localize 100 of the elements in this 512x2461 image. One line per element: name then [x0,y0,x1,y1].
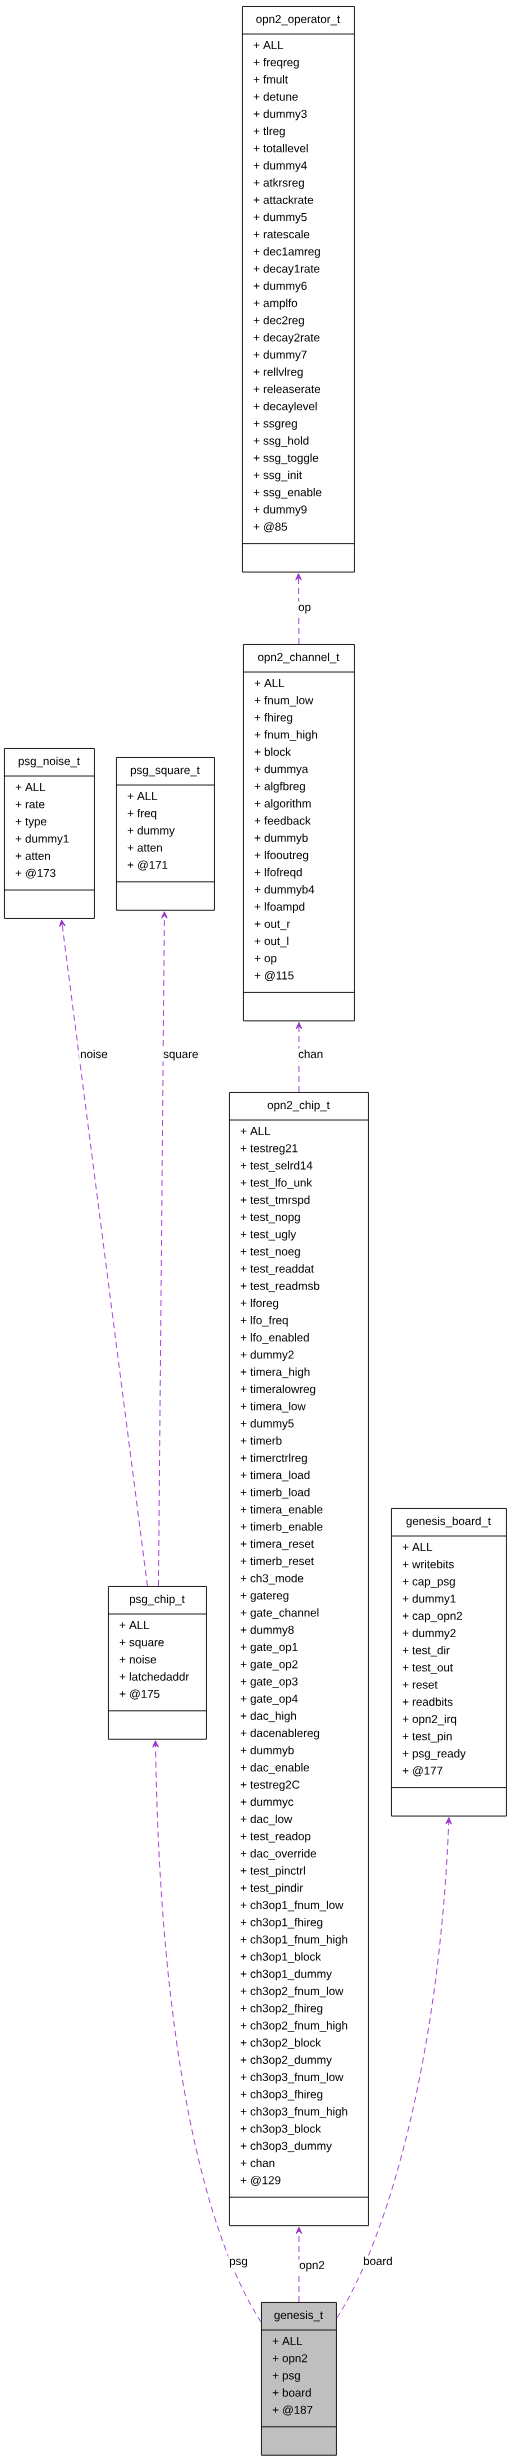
class-name: opn2_channel_t [258,652,340,664]
member-field: + test_pin [402,1731,452,1743]
member-field: + ALL [253,41,284,50]
class-box [390,1508,507,1817]
member-field: + dac_high [240,1711,297,1723]
arrow [336,1817,452,2319]
class-name: psg_noise_t [18,756,80,768]
member-field: + dummy7 [253,350,307,361]
member-field: + decaylevel [253,401,317,413]
member-field: + @171 [127,860,168,871]
class-box [107,1586,207,1740]
member-field: + type [15,818,47,828]
member-field: + lforeg [240,1298,279,1310]
member-field: + test_noeg [240,1248,300,1258]
member-field: + reset [402,1681,438,1689]
member-field: + ssg_hold [253,436,309,447]
member-field: + timerb_load [240,1487,310,1499]
member-field: + dummy1 [402,1594,456,1605]
member-field: + dummy2 [402,1628,456,1640]
edge-label: noise [79,1048,109,1062]
member-field: + rellvlreg [253,367,303,379]
edge-label: chan [297,1048,325,1062]
member-field: + out_l [254,936,289,948]
member-field: + noise [119,1655,157,1664]
member-field: + dec2reg [253,315,304,327]
member-field: + ALL [119,1621,150,1629]
member-field: + ch3op2_fnum_low [240,1986,344,1998]
member-field: + latchedaddr [119,1672,189,1681]
member-field: + dummyb [254,833,308,845]
arrow [295,573,302,645]
member-field: + @129 [240,2175,281,2186]
member-field: + dummy9 [253,505,307,516]
member-field: + atkrsreg [253,178,304,189]
member-field: + dummyb [240,1745,294,1757]
member-field: + cap_psg [402,1578,455,1588]
member-field: + ch3op2_fnum_high [240,2021,348,2032]
member-field: + out_r [254,920,291,931]
member-field: + ch3op3_fnum_low [240,2072,344,2084]
member-field: + ssg_init [253,470,302,482]
member-field: + dac_low [240,1814,293,1826]
member-field: + gate_channel [240,1608,319,1619]
member-field: + writebits [402,1559,454,1569]
member-field: + opn2_irq [402,1714,457,1726]
member-field: + dummya [254,764,309,776]
member-field: + lfo_enabled [240,1333,309,1344]
member-field: + ch3op2_block [240,2038,322,2049]
member-field: + gate_op1 [240,1643,298,1654]
member-field: + @173 [15,868,56,879]
member-field: + ch3op3_fhireg [240,2089,323,2101]
member-field: + attackrate [253,195,314,204]
member-field: + timerb_reset [240,1556,314,1568]
member-field: + psg_ready [402,1749,466,1760]
member-field: + ch3op2_dummy [240,2055,332,2067]
member-field: + timera_enable [240,1505,323,1516]
member-field: + timera_high [240,1367,310,1379]
edge-label: board [362,2255,394,2269]
class-box [260,2302,337,2456]
arrow [295,1021,303,1093]
member-field: + test_readop [240,1831,311,1843]
member-field: + ch3op1_fnum_low [240,1900,344,1912]
member-field: + ALL [272,2337,303,2345]
member-field: + @85 [253,522,288,533]
class-name: genesis_board_t [406,1516,491,1528]
member-field: + test_pinctrl [240,1866,305,1877]
member-field: + dac_enable [240,1763,310,1774]
member-field: + ch3op3_dummy [240,2141,332,2153]
member-field: + feedback [254,816,311,825]
member-field: + algfbreg [254,781,305,793]
member-field: + test_ugly [240,1229,297,1241]
member-field: + test_out [402,1663,453,1674]
class-name: opn2_operator_t [256,15,341,26]
member-field: + @115 [254,971,294,981]
member-field: + dac_override [240,1849,317,1860]
member-field: + dummy5 [253,212,307,224]
class-box [115,757,215,911]
member-field: + testreg2C [240,1780,300,1791]
member-field: + @187 [272,2405,313,2416]
class-box [241,6,355,573]
member-field: + amplfo [253,298,298,310]
member-field: + psg [272,2372,300,2382]
member-field: + releaserate [253,384,321,394]
member-field: + freqreg [253,57,299,69]
member-field: + fmult [253,75,288,84]
member-field: + lfo_freq [240,1315,288,1327]
member-field: + ALL [15,783,46,791]
member-field: + test_readmsb [240,1281,320,1293]
member-field: + timeralowreg [240,1384,316,1396]
arrow [158,911,168,1587]
member-field: + ALL [127,792,158,800]
member-field: + ratescale [253,229,310,239]
member-field: + gatereg [240,1591,289,1602]
member-field: + testreg21 [240,1144,298,1155]
arrow [152,1740,262,2323]
member-field: + test_pindir [240,1883,303,1895]
member-field: + block [254,747,291,756]
member-field: + dummy2 [240,1350,294,1361]
member-field: + ALL [254,679,285,687]
member-field: + lfofreqd [254,867,302,879]
member-field: + dummy4 [253,161,307,172]
member-field: + dec1amreg [253,247,320,258]
